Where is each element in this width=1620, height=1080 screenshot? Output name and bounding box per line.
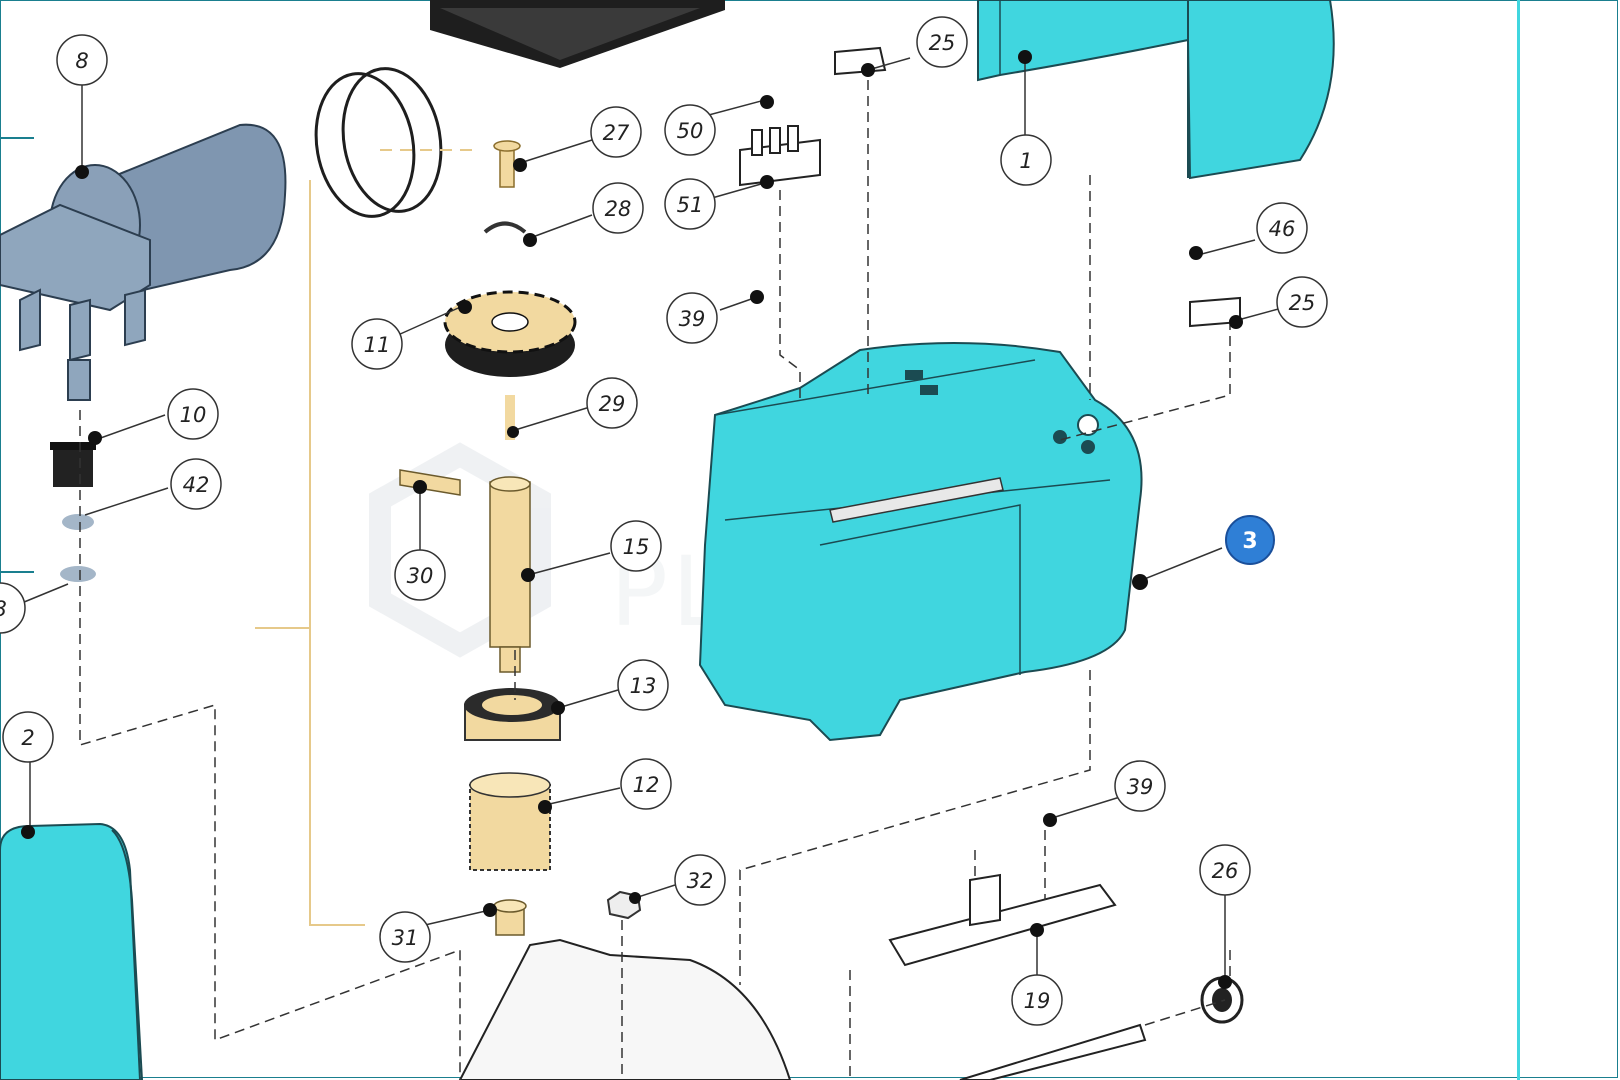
shaft-15 <box>489 476 531 673</box>
pin-29 <box>505 395 515 440</box>
callout-19[interactable]: 19 <box>1011 974 1063 1026</box>
terminal-block-51 <box>739 125 821 187</box>
callout-39[interactable]: 39 <box>1114 760 1166 812</box>
callout-label: 19 <box>1024 989 1051 1013</box>
callout-label: 11 <box>364 333 391 357</box>
callout-42[interactable]: 42 <box>170 458 222 510</box>
pinion-10 <box>50 442 96 487</box>
callout-label: 25 <box>929 31 956 55</box>
bushing-31 <box>493 899 527 936</box>
drive-shaft <box>959 1023 1147 1080</box>
callout-label: 30 <box>407 564 434 588</box>
callout-label: 8 <box>75 49 88 73</box>
callout-27[interactable]: 27 <box>590 106 642 158</box>
callout-25[interactable]: 25 <box>916 16 968 68</box>
callout-label: 28 <box>605 197 632 221</box>
base-part <box>458 938 792 1080</box>
page-edge-line <box>1517 0 1520 1080</box>
callout-26[interactable]: 26 <box>1199 844 1251 896</box>
cover-part-1 <box>977 0 1335 180</box>
leader-lines <box>11 57 1283 980</box>
callout-label: 31 <box>392 926 419 950</box>
ring-band-part <box>314 67 443 218</box>
motor-part <box>0 123 287 401</box>
callout-label: 29 <box>599 392 626 416</box>
callout-31[interactable]: 31 <box>379 911 431 963</box>
callout-8[interactable]: 8 <box>0 582 26 634</box>
key-30 <box>399 469 461 496</box>
callout-1[interactable]: 1 <box>1000 134 1052 186</box>
bearing-13 <box>464 688 561 741</box>
callout-3-active[interactable]: 3 <box>1225 515 1275 565</box>
callout-label: 39 <box>1127 775 1154 799</box>
callout-label: 3 <box>1242 529 1257 554</box>
circlip-28 <box>483 221 527 234</box>
callout-51[interactable]: 51 <box>664 178 716 230</box>
callout-label: 42 <box>183 473 210 497</box>
callout-12[interactable]: 12 <box>620 758 672 810</box>
washer-42 <box>62 514 94 530</box>
callout-39[interactable]: 39 <box>666 292 718 344</box>
callout-label: 12 <box>633 773 660 797</box>
pin-27 <box>493 140 521 188</box>
washer-part <box>60 566 96 582</box>
callout-label: 15 <box>623 535 650 559</box>
callout-label: 2 <box>21 726 34 750</box>
callout-label: 13 <box>630 674 657 698</box>
assembly-lines <box>79 80 1231 1080</box>
cover-part-2 <box>0 822 143 1080</box>
gear-11 <box>443 290 577 377</box>
callout-50[interactable]: 50 <box>664 104 716 156</box>
callout-label: 10 <box>180 403 207 427</box>
callout-label: 50 <box>677 119 704 143</box>
callout-13[interactable]: 13 <box>617 659 669 711</box>
callout-label: 27 <box>603 121 630 145</box>
callout-8[interactable]: 8 <box>56 34 108 86</box>
bracket-25-top <box>834 46 887 76</box>
callout-25[interactable]: 25 <box>1276 276 1328 328</box>
leader-dots <box>21 50 1243 989</box>
callout-30[interactable]: 30 <box>394 549 446 601</box>
callout-label: 8 <box>0 597 7 621</box>
callout-layer: 8 27 28 11 10 42 29 30 15 13 12 31 32 2 50 51 39 25 1 46 25 3… <box>0 16 1328 1026</box>
callout-label: 32 <box>687 869 714 893</box>
callout-label: 39 <box>679 307 706 331</box>
callout-46[interactable]: 46 <box>1256 202 1308 254</box>
callout-28[interactable]: 28 <box>592 182 644 234</box>
callout-2[interactable]: 2 <box>2 711 54 763</box>
plate-19 <box>888 873 1117 967</box>
callout-label: 1 <box>1019 149 1032 173</box>
callout-label: 51 <box>677 193 704 217</box>
gearbox-housing-3 <box>698 341 1143 742</box>
callout-label: 25 <box>1289 291 1316 315</box>
pinion-12 <box>469 772 551 871</box>
callout-32[interactable]: 32 <box>674 854 726 906</box>
guide-lines-brass <box>255 149 480 926</box>
callout-29[interactable]: 29 <box>586 377 638 429</box>
callout-10[interactable]: 10 <box>167 388 219 440</box>
control-board-part <box>430 0 725 68</box>
callout-15[interactable]: 15 <box>610 520 662 572</box>
callout-label: 26 <box>1212 859 1239 883</box>
callout-11[interactable]: 11 <box>351 318 403 370</box>
callout-label: 46 <box>1269 217 1296 241</box>
